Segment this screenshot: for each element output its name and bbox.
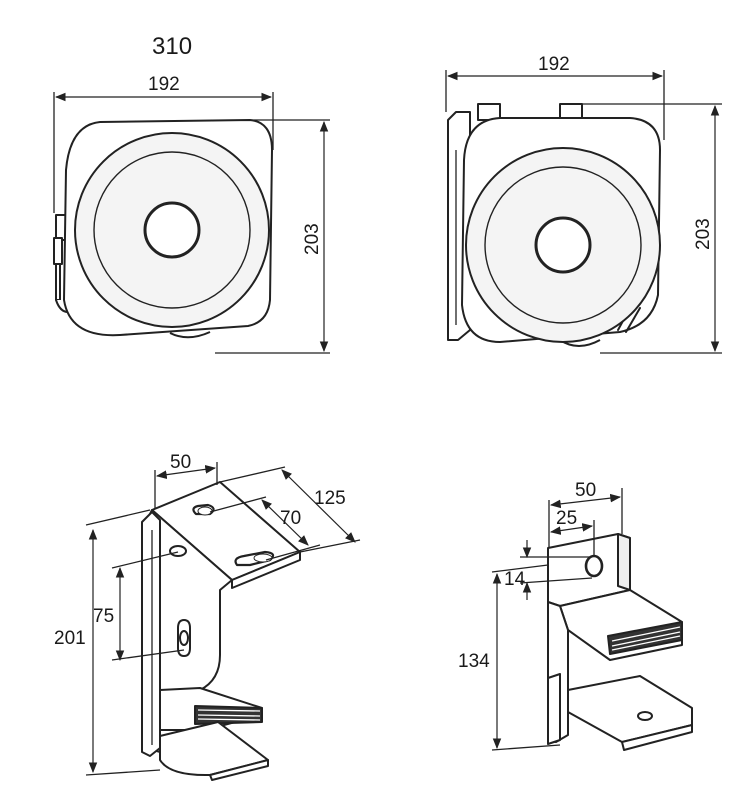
bracket-short (547, 533, 693, 751)
dim-bracket-short-height: 134 (458, 564, 561, 751)
dim-height-left-label: 203 (302, 223, 323, 255)
dim-bracket-tall-holes: 75 (93, 551, 185, 662)
dim-bracket-tall-height: 201 (54, 509, 161, 776)
dim-bracket-tall-width: 50 (154, 452, 218, 508)
dim-width-left: 192 (53, 74, 274, 213)
dim-bracket-short-width-label: 50 (575, 480, 596, 501)
slot-top-1 (192, 503, 215, 516)
dim-bracket-tall-slots: 70 (209, 496, 321, 561)
dim-width-right: 192 (445, 54, 665, 140)
web-hole (177, 619, 191, 657)
dim-bracket-tall-slots-label: 70 (280, 508, 301, 529)
dim-bracket-short-holeheight: 14 (504, 540, 593, 600)
dim-bracket-tall-height-label: 201 (54, 628, 86, 649)
dim-bracket-short-offset: 25 (549, 508, 595, 556)
dim-bracket-tall-depth-label: 125 (314, 488, 346, 509)
slot-top-2 (234, 550, 275, 567)
front-view-right (447, 103, 661, 347)
dim-width-left-label: 192 (148, 74, 180, 95)
front-view-left (53, 119, 273, 339)
dim-bracket-short-offset-label: 25 (556, 508, 577, 529)
bracket-tall (141, 481, 301, 781)
dim-height-right-label: 203 (693, 218, 714, 250)
dim-height-right: 203 (580, 103, 722, 354)
dim-bracket-short-width: 50 (548, 480, 623, 548)
dim-bracket-tall-depth: 125 (219, 466, 361, 553)
dim-bracket-tall-holes-label: 75 (93, 606, 114, 627)
model-number: 310 (152, 33, 192, 60)
dim-width-right-label: 192 (538, 54, 570, 75)
dim-bracket-short-height-label: 134 (458, 651, 490, 672)
dim-height-left: 203 (215, 119, 330, 354)
dim-bracket-tall-width-label: 50 (170, 452, 191, 473)
dim-bracket-short-holeheight-label: 14 (504, 569, 526, 590)
